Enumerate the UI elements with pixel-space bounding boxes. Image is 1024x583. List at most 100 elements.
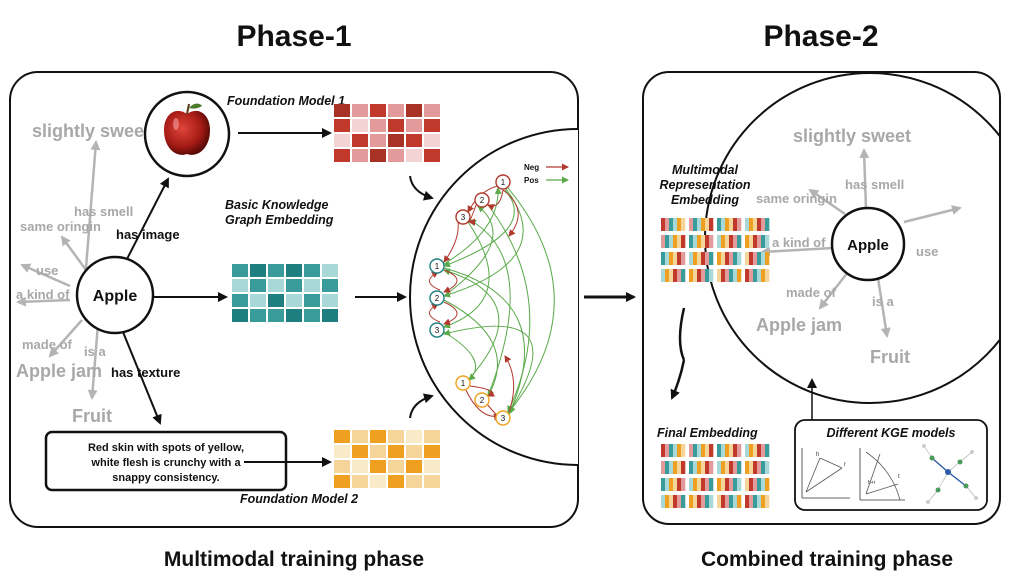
kge-r-label: r [844, 462, 846, 468]
legend-pos-label: Pos [524, 176, 539, 185]
mm-matrix-cell [669, 269, 674, 282]
final-matrix-cell [697, 478, 702, 491]
fm2-matrix-cell [388, 445, 404, 458]
kge-matrix-cell [322, 279, 338, 292]
mm-matrix-cell [753, 235, 758, 248]
kge-transe-sketch [801, 448, 850, 499]
mm-matrix-cell [677, 269, 682, 282]
fm2-matrix-cell [352, 430, 368, 443]
fm2-matrix-cell [424, 445, 440, 458]
mm-matrix-cell [749, 269, 754, 282]
mm-matrix-cell [725, 235, 730, 248]
has-texture-arrow [122, 331, 162, 425]
fm1-matrix-cell [334, 104, 350, 117]
mm-matrix-cell [737, 235, 742, 248]
fm2-matrix-cell [370, 430, 386, 443]
final-matrix-cell [689, 478, 694, 491]
mm-rep-line3: Embedding [671, 193, 739, 207]
mm-matrix-cell [677, 218, 682, 231]
foundation-model-1-matrix [334, 104, 440, 162]
mm-matrix-cell [705, 218, 710, 231]
kge-graph-sketch [922, 444, 978, 504]
basic-kge-matrix [232, 264, 338, 322]
fm1-matrix-cell [406, 104, 422, 117]
mm-matrix-cell [749, 252, 754, 265]
final-matrix-cell [701, 495, 706, 508]
fm1-matrix-cell [424, 119, 440, 132]
final-matrix-cell [705, 478, 710, 491]
mm-matrix-cell [753, 218, 758, 231]
p1-apple-node [75, 255, 155, 335]
final-matrix-cell [705, 461, 710, 474]
fm2-matrix-cell [352, 445, 368, 458]
foundation-model-1-label: Foundation Model 1 [227, 94, 345, 108]
final-matrix-cell [761, 478, 766, 491]
fm2-matrix-cell [334, 460, 350, 473]
text-box-line2: white flesh is crunchy with a [90, 457, 241, 469]
mm-matrix-cell [753, 269, 758, 282]
final-matrix-cell [725, 478, 730, 491]
mm-matrix-cell [761, 218, 766, 231]
final-matrix-cell [721, 478, 726, 491]
kge-matrix-cell [268, 279, 284, 292]
foundation-model-2-matrix [334, 430, 440, 488]
mm-matrix-cell [753, 252, 758, 265]
mm-matrix-cell [717, 252, 722, 265]
final-matrix-cell [677, 478, 682, 491]
mm-matrix-cell [757, 269, 762, 282]
mm-matrix-cell [701, 235, 706, 248]
fm1-matrix-cell [370, 149, 386, 162]
p2-slightly-sweet: slightly sweet [793, 126, 911, 146]
kge-hr-label: h+r [868, 480, 876, 486]
mm-matrix-cell [665, 235, 670, 248]
pos-edge [443, 331, 477, 381]
neg-edge [429, 303, 441, 323]
mm-matrix-cell [765, 269, 770, 282]
mm-matrix-cell [721, 218, 726, 231]
kge-matrix-cell [304, 294, 320, 307]
mm-matrix-cell [661, 218, 666, 231]
final-matrix-cell [737, 461, 742, 474]
mm-matrix-cell [697, 252, 702, 265]
neg-edge [487, 189, 504, 211]
mm-matrix-cell [709, 218, 714, 231]
mm-matrix-cell [733, 218, 738, 231]
mm-matrix-cell [705, 252, 710, 265]
final-matrix-cell [689, 495, 694, 508]
p2-apple-jam: Apple jam [756, 315, 842, 335]
final-matrix-cell [745, 478, 750, 491]
final-matrix-cell [737, 478, 742, 491]
has-image-label: has image [116, 227, 180, 242]
fm1-matrix-cell [334, 119, 350, 132]
final-matrix-cell [669, 478, 674, 491]
p1-use: use [36, 263, 58, 278]
fm1-matrix-cell [352, 119, 368, 132]
neg-edge [429, 271, 441, 291]
apple-picture-icon [164, 103, 210, 155]
final-matrix-cell [729, 444, 734, 457]
mm-matrix-cell [673, 218, 678, 231]
fm2-matrix-cell [352, 460, 368, 473]
final-matrix-cell [705, 444, 710, 457]
final-matrix-cell [709, 461, 714, 474]
phase2-caption: Combined training phase [701, 548, 953, 571]
final-matrix-cell [753, 478, 758, 491]
mm-matrix-cell [669, 218, 674, 231]
mm-matrix-cell [669, 235, 674, 248]
fm2-matrix-cell [334, 445, 350, 458]
text-box-line1: Red skin with spots of yellow, [88, 442, 244, 454]
final-matrix-cell [693, 495, 698, 508]
pos-edge [443, 325, 534, 415]
fm2-matrix-cell [370, 460, 386, 473]
kge-matrix-cell [250, 279, 266, 292]
fm2-matrix-cell [352, 475, 368, 488]
final-matrix-cell [749, 444, 754, 457]
kge-matrix-cell [304, 279, 320, 292]
final-matrix-cell [665, 495, 670, 508]
neg-edge [443, 221, 459, 263]
fm1-matrix-cell [352, 104, 368, 117]
p1-fruit: Fruit [72, 406, 112, 426]
fm1-matrix-cell [334, 134, 350, 147]
mm-matrix-cell [693, 252, 698, 265]
